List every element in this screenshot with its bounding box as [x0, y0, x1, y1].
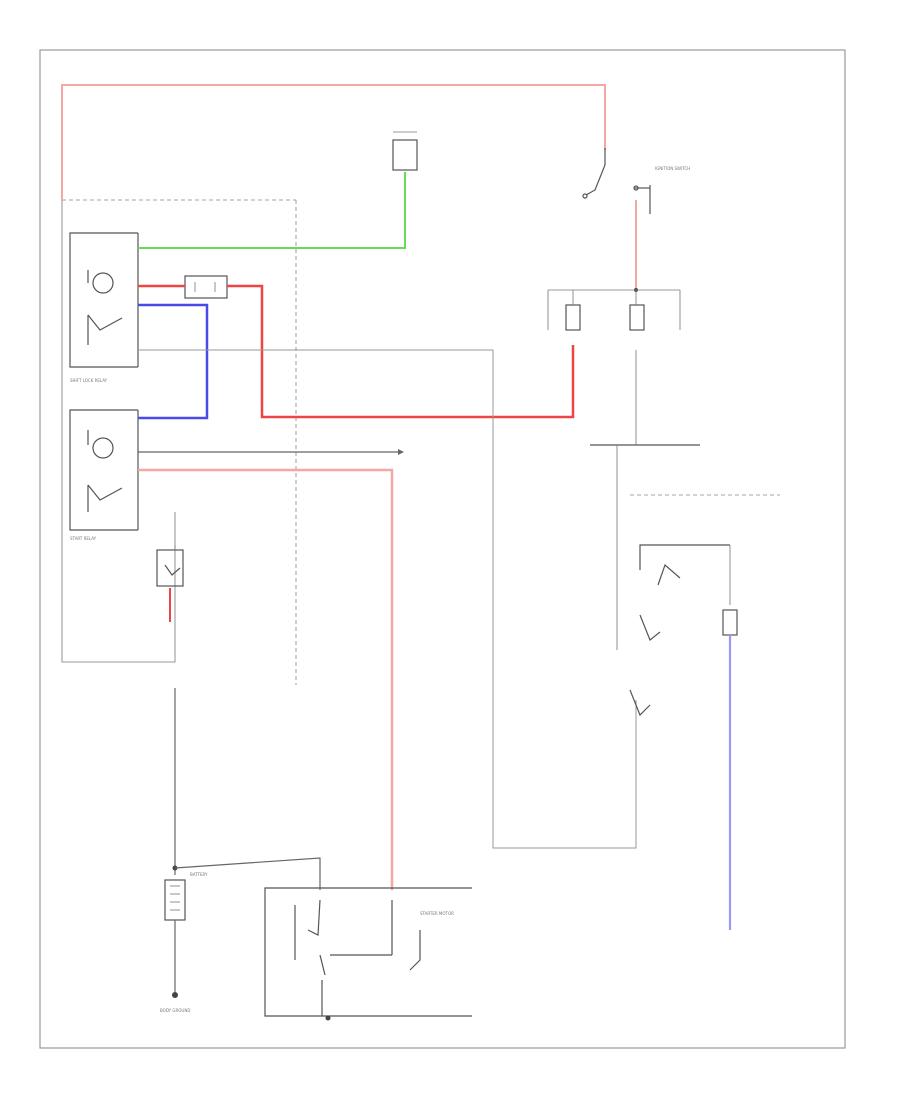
wire-red-main: [227, 284, 575, 419]
start-relay: START RELAY: [70, 430, 123, 541]
ignition-switch: IGNITION SWITCH: [582, 148, 690, 214]
battery: BATTERY: [164, 865, 208, 921]
start-relay-label: START RELAY: [70, 536, 97, 541]
wire-gray-long: [138, 349, 637, 849]
right-wiring: [590, 350, 780, 717]
inhibitor-switch: [156, 512, 184, 587]
wire-battery-starter: [174, 857, 321, 890]
ignition-switch-label: IGNITION SWITCH: [655, 166, 690, 171]
diode-unit: [184, 275, 228, 299]
diagram-frame: [39, 49, 846, 1049]
body-ground-label: BODY GROUND: [160, 1008, 190, 1013]
battery-label: BATTERY: [190, 872, 208, 877]
wire-dark-arrow: [398, 449, 404, 455]
relay-box: [61, 200, 176, 663]
wire-starter-signal: [138, 468, 394, 890]
starter-motor-label: STARTER MOTOR: [420, 911, 454, 916]
wire-blue: [138, 303, 209, 420]
shift-lock-relay: SHIFT LOCK RELAY: [70, 270, 123, 383]
brake-switch-connector: [392, 131, 418, 171]
shift-lock-relay-label: SHIFT LOCK RELAY: [70, 378, 108, 383]
fuse-block-right: [547, 289, 681, 331]
starter-motor: STARTER MOTOR: [264, 887, 472, 1021]
wire-green: [138, 172, 406, 249]
module-boundary: [62, 199, 297, 685]
wire-main-feed: [61, 84, 606, 200]
body-ground: BODY GROUND: [160, 920, 190, 1013]
